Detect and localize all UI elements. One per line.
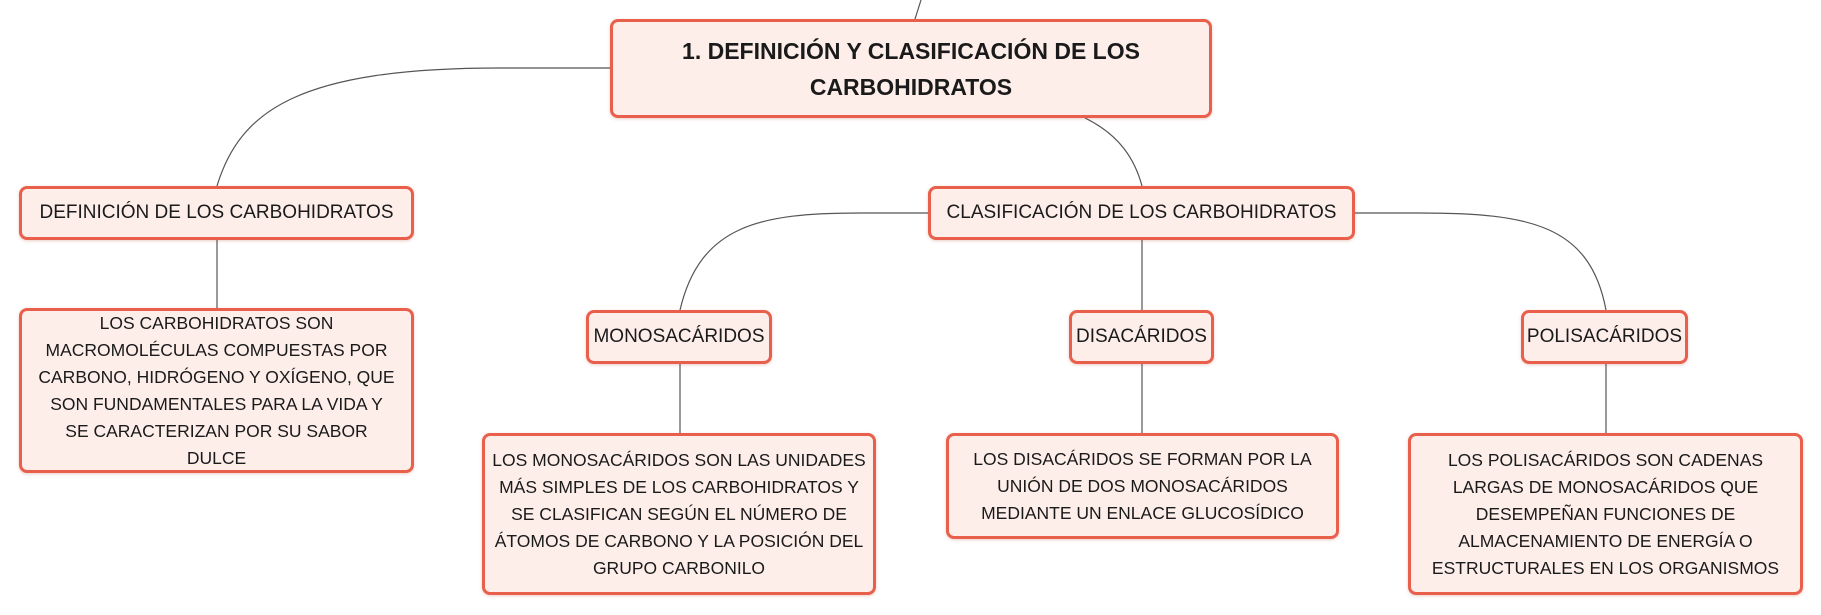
connector-classification-mono xyxy=(679,212,928,311)
connector-root-classification xyxy=(1084,117,1143,187)
disaccharides-detail[interactable]: LOS DISACÁRIDOS SE FORMAN POR LA UNIÓN D… xyxy=(946,433,1339,539)
disaccharides-topic-label: DISACÁRIDOS xyxy=(1076,326,1207,347)
disaccharides-detail-text: LOS DISACÁRIDOS SE FORMAN POR LA UNIÓN D… xyxy=(973,448,1312,523)
definition-detail[interactable]: LOS CARBOHIDRATOS SON MACROMOLÉCULAS COM… xyxy=(19,308,414,473)
polysaccharides-detail[interactable]: LOS POLISACÁRIDOS SON CADENAS LARGAS DE … xyxy=(1408,433,1803,595)
connector-to-parent xyxy=(914,0,922,20)
monosaccharides-detail-text: LOS MONOSACÁRIDOS SON LAS UNIDADES MÁS S… xyxy=(492,449,866,578)
classification-topic[interactable]: CLASIFICACIÓN DE LOS CARBOHIDRATOS xyxy=(928,186,1355,240)
monosaccharides-detail[interactable]: LOS MONOSACÁRIDOS SON LAS UNIDADES MÁS S… xyxy=(482,433,876,595)
connector-root-definition xyxy=(216,67,610,187)
polysaccharides-topic[interactable]: POLISACÁRIDOS xyxy=(1521,310,1688,364)
polysaccharides-topic-label: POLISACÁRIDOS xyxy=(1526,326,1683,347)
definition-detail-text: LOS CARBOHIDRATOS SON MACROMOLÉCULAS COM… xyxy=(38,312,395,468)
monosaccharides-topic-label: MONOSACÁRIDOS xyxy=(593,326,765,347)
monosaccharides-topic[interactable]: MONOSACÁRIDOS xyxy=(586,310,772,364)
connector-classification-poly xyxy=(1355,212,1607,311)
root-topic-title: 1. DEFINICIÓN Y CLASIFICACIÓN DE LOS CAR… xyxy=(682,37,1140,100)
definition-topic[interactable]: DEFINICIÓN DE LOS CARBOHIDRATOS xyxy=(19,186,414,240)
classification-topic-label: CLASIFICACIÓN DE LOS CARBOHIDRATOS xyxy=(946,202,1337,223)
polysaccharides-detail-text: LOS POLISACÁRIDOS SON CADENAS LARGAS DE … xyxy=(1431,449,1780,578)
definition-topic-label: DEFINICIÓN DE LOS CARBOHIDRATOS xyxy=(39,202,394,223)
root-topic[interactable]: 1. DEFINICIÓN Y CLASIFICACIÓN DE LOS CAR… xyxy=(610,19,1212,118)
disaccharides-topic[interactable]: DISACÁRIDOS xyxy=(1069,310,1214,364)
